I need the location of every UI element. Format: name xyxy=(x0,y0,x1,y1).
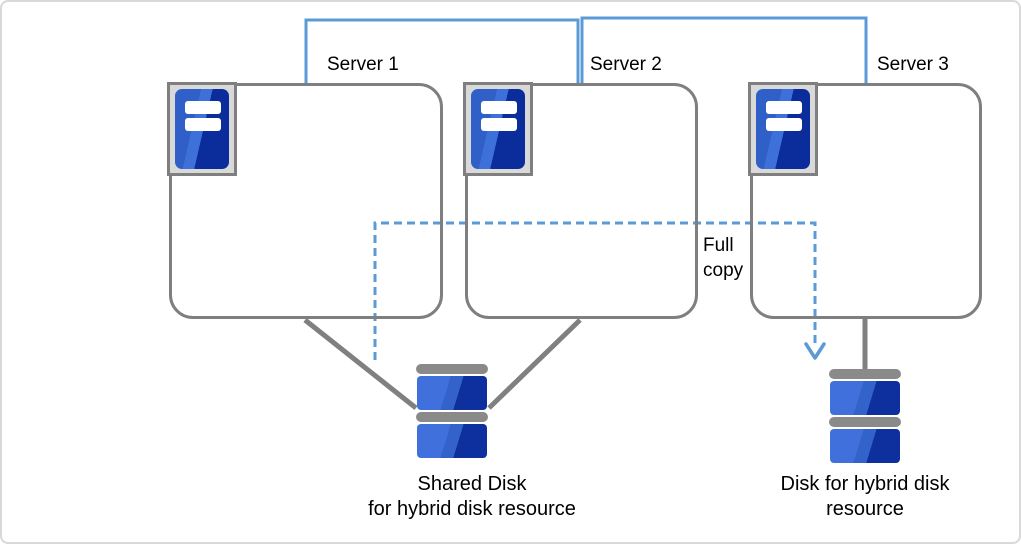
server-label-1: Server 1 xyxy=(327,54,399,75)
network-link-server2-server3-line xyxy=(580,16,868,84)
server-slot xyxy=(766,118,802,131)
hybrid-disk-label: Disk for hybrid disk resource xyxy=(745,472,985,522)
disk-cap xyxy=(829,417,901,427)
disk-cap xyxy=(416,364,488,374)
server-box-1 xyxy=(169,83,443,319)
hybrid-disk-icon xyxy=(829,369,901,465)
storage-link-server1-line xyxy=(303,318,418,410)
disk-body xyxy=(830,381,900,415)
disk-cap xyxy=(829,369,901,379)
server-icon-3 xyxy=(748,82,818,176)
hybrid-disk-label-line1: Disk for hybrid disk xyxy=(780,473,950,495)
network-link-server1-server2-line xyxy=(304,18,580,84)
disk-body xyxy=(417,376,487,410)
shared-disk-label-line1: Shared Disk xyxy=(417,473,527,495)
full-copy-label: Full copy xyxy=(703,233,743,283)
server-chassis xyxy=(471,89,525,169)
server-chassis xyxy=(756,89,810,169)
server-slot xyxy=(766,101,802,114)
disk-cap xyxy=(416,412,488,422)
server-box-3 xyxy=(750,83,982,319)
server-icon-2 xyxy=(463,82,533,176)
server-label-3: Server 3 xyxy=(877,54,949,75)
disk-body xyxy=(417,424,487,458)
shared-disk-icon xyxy=(416,364,488,460)
shared-disk-label-line2: for hybrid disk resource xyxy=(368,498,576,520)
full-copy-label-line1: Full xyxy=(703,235,734,256)
server-slot xyxy=(481,101,517,114)
server-icon-1 xyxy=(167,82,237,176)
hybrid-disk-label-line2: resource xyxy=(826,498,904,520)
shared-disk-label: Shared Disk for hybrid disk resource xyxy=(342,472,602,522)
server-label-2: Server 2 xyxy=(590,54,662,75)
full-copy-label-line2: copy xyxy=(703,260,744,281)
server-slot xyxy=(185,101,221,114)
server-slot xyxy=(481,118,517,131)
server-box-2 xyxy=(465,83,698,319)
server-slot xyxy=(185,118,221,131)
server-chassis xyxy=(175,89,229,169)
disk-body xyxy=(830,429,900,463)
full-copy-dashed-line xyxy=(373,221,817,360)
storage-link-server2-line xyxy=(487,318,582,410)
arrow-down-icon xyxy=(804,342,826,360)
